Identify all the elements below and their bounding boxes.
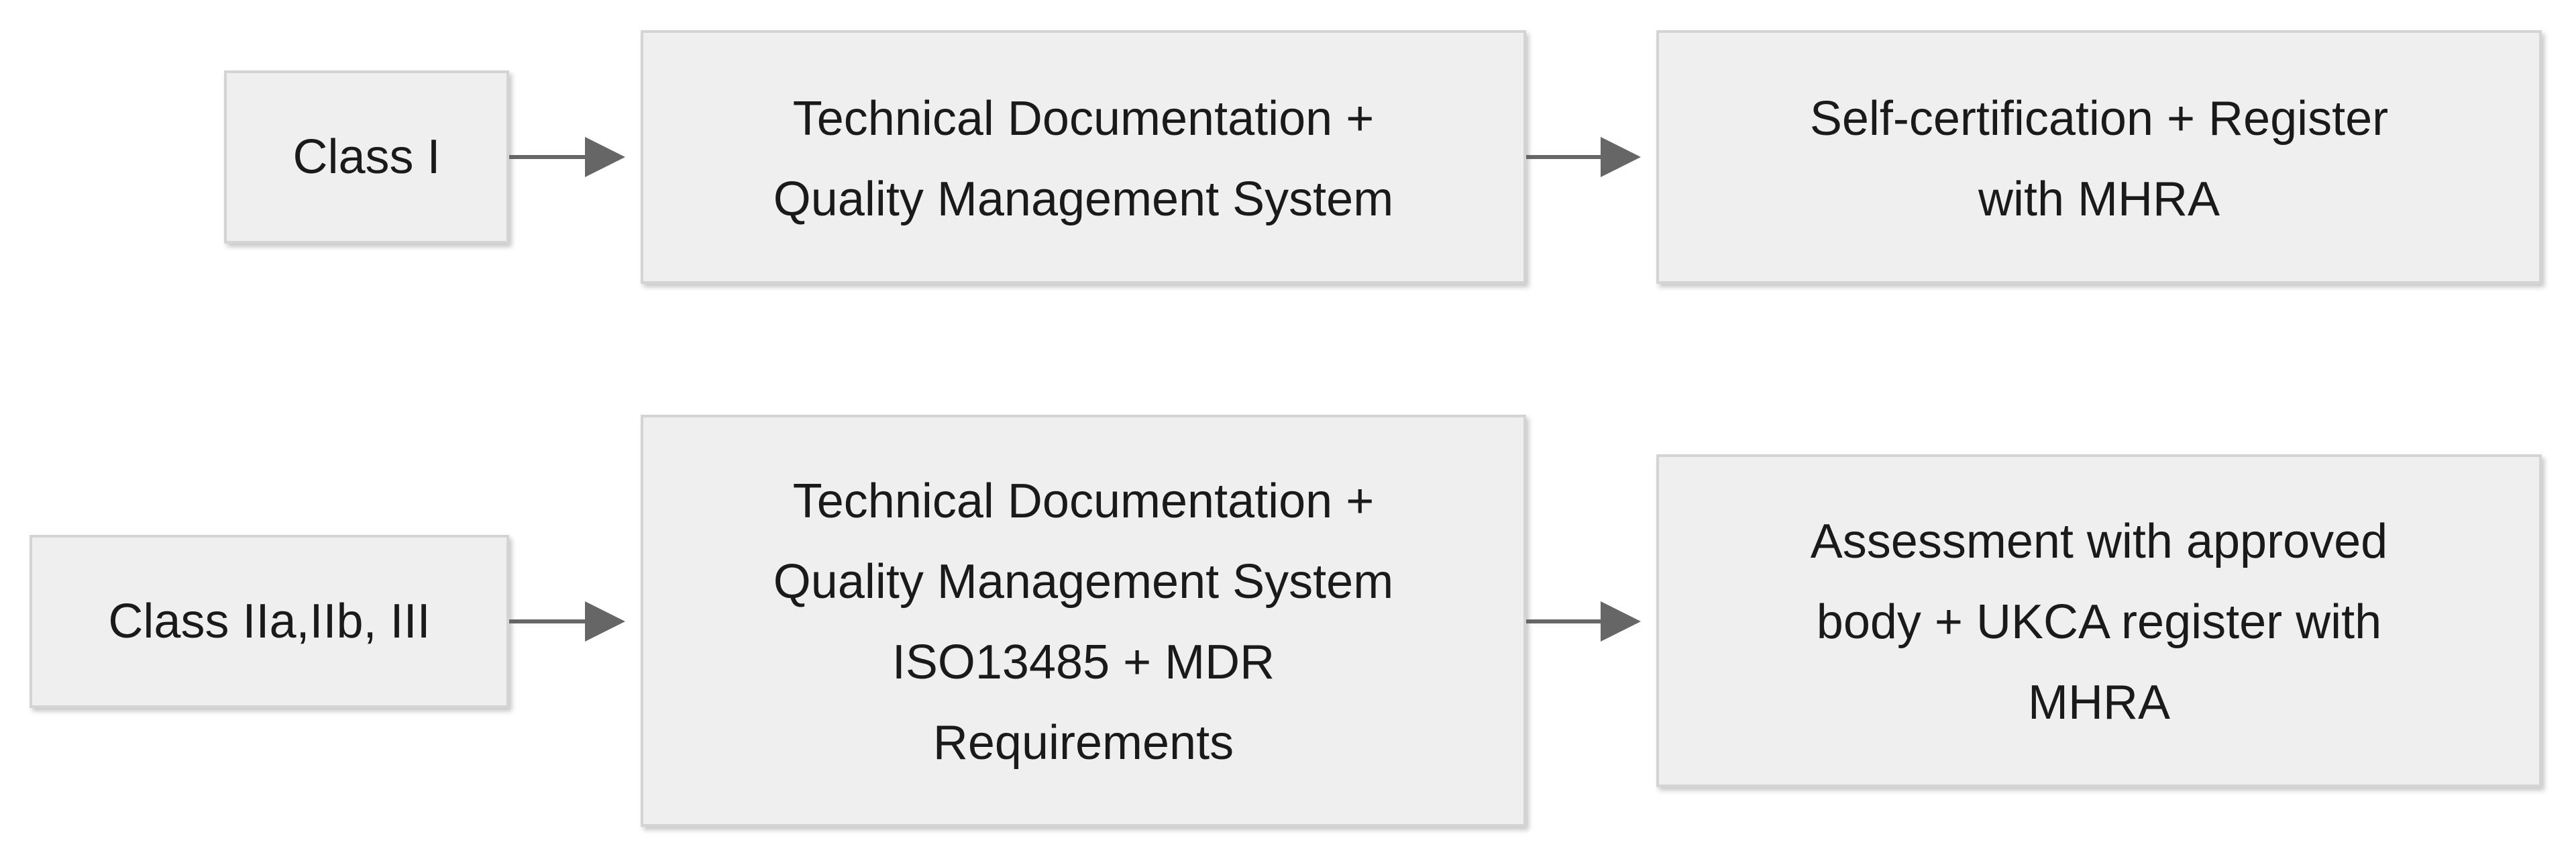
class-i-label: Class I [292, 130, 441, 184]
documentation-line: Requirements [932, 716, 1234, 770]
arrow-documentation-to-assessment [1526, 601, 1641, 642]
arrow-documentation-to-self-certification [1526, 137, 1641, 177]
documentation-line: Quality Management System [773, 172, 1394, 226]
documentation-line: Quality Management System [773, 555, 1394, 609]
documentation-line: Technical Documentation + [792, 474, 1375, 528]
class-i-box: Class I [224, 70, 509, 244]
outcome-line: MHRA [2027, 676, 2170, 729]
outcome-line: with MHRA [1978, 172, 2220, 226]
outcome-line: Assessment with approved [1810, 515, 2388, 568]
class-ii-iii-box: Class IIa,IIb, III [30, 535, 509, 708]
documentation-line: Technical Documentation + [792, 92, 1375, 146]
class-i-outcome-box: Self-certification + Register with MHRA [1656, 30, 2542, 284]
documentation-line: ISO13485 + MDR [892, 636, 1275, 689]
outcome-line: Self-certification + Register [1809, 92, 2389, 146]
arrow-class-ii-iii-to-documentation [509, 601, 625, 642]
class-ii-iii-label: Class IIa,IIb, III [108, 595, 431, 648]
class-i-documentation-box: Technical Documentation + Quality Manage… [641, 30, 1526, 284]
class-ii-iii-documentation-box: Technical Documentation + Quality Manage… [641, 415, 1526, 827]
outcome-line: body + UKCA register with [1816, 595, 2382, 649]
class-ii-iii-outcome-box: Assessment with approved body + UKCA reg… [1656, 454, 2542, 787]
arrow-class-i-to-documentation [509, 137, 625, 177]
